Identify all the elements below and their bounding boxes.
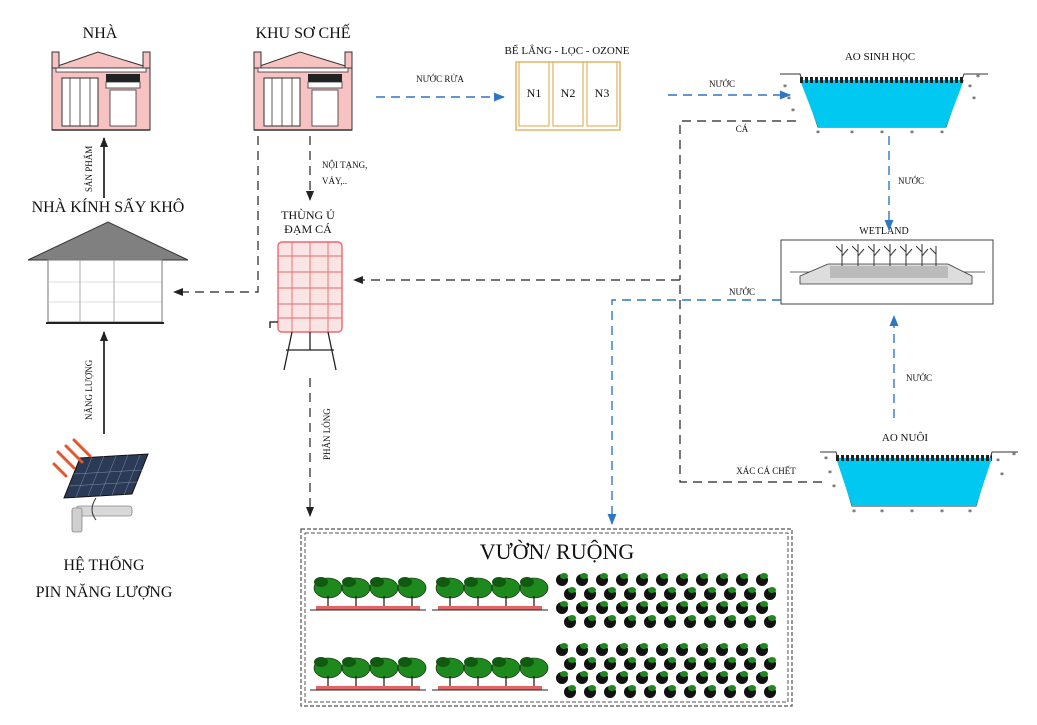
label-dead-fish: XÁC CÁ CHẾT (736, 466, 796, 476)
wetland-icon (790, 244, 985, 285)
arrow-water-to-garden (607, 299, 781, 525)
svg-text:*: * (910, 508, 914, 517)
processing-node: KHU SƠ CHẾ (253, 23, 353, 131)
label-water-to-bio: NƯỚC (709, 79, 735, 89)
garden-inner-frame (304, 532, 789, 703)
svg-text:*: * (1000, 471, 1004, 480)
label-wash-water: NƯỚC RỬA (416, 74, 464, 84)
fish-pond-icon: *** *** ** *** (820, 451, 1018, 517)
arrow-processing-to-dryer (173, 136, 259, 296)
fish-pond-title: AO NUÔI (882, 432, 928, 444)
svg-text:*: * (787, 95, 791, 104)
compost-tank-icon (269, 241, 343, 371)
crop-field (556, 573, 776, 628)
svg-text:*: * (940, 129, 944, 138)
bio-pond-title: AO SINH HỌC (845, 51, 915, 63)
label-liquid-fert: PHÂN LỎNG (322, 408, 332, 460)
house-icon (51, 51, 151, 131)
bio-pond-node: AO SINH HỌC *** *** ** *** (780, 51, 988, 138)
compost-title-2: ĐẠM CÁ (284, 222, 332, 236)
svg-text:*: * (828, 469, 832, 478)
settling-tanks-node: BỂ LẮNG - LỌC - OZONE N1 N2 N3 (505, 44, 630, 131)
compost-title-1: THÙNG Ủ (281, 208, 335, 222)
svg-text:*: * (850, 129, 854, 138)
label-energy: NĂNG LƯỢNG (84, 359, 94, 420)
tank-n2: N2 (561, 86, 576, 100)
garden-bed (310, 657, 427, 691)
svg-text:*: * (783, 83, 787, 92)
dryer-node: NHÀ KÍNH SẤY KHÔ (27, 197, 189, 324)
garden-bed (432, 657, 549, 691)
garden-plants (310, 573, 776, 698)
svg-text:*: * (880, 508, 884, 517)
fish-pond-node: AO NUÔI *** *** ** *** (820, 432, 1018, 517)
svg-text:*: * (791, 107, 795, 116)
svg-text:*: * (968, 83, 972, 92)
house-title: NHÀ (83, 23, 118, 42)
solar-panel-icon (52, 438, 149, 533)
house-node: NHÀ (51, 23, 151, 131)
garden-title: VƯỜN/ RUỘNG (480, 539, 635, 564)
label-water-to-garden: NƯỚC (729, 287, 755, 297)
tank-n1: N1 (527, 86, 542, 100)
dryer-title: NHÀ KÍNH SẤY KHÔ (32, 197, 185, 216)
bio-pond-icon: *** *** ** *** (780, 73, 988, 138)
label-viscera-2: VẢY,.. (322, 176, 347, 186)
processing-title: KHU SƠ CHẾ (255, 23, 350, 42)
wetland-title: WETLAND (859, 226, 908, 237)
tanks-title: BỂ LẮNG - LỌC - OZONE (505, 44, 630, 57)
garden-bed (432, 577, 549, 611)
label-fish: CÁ (736, 124, 749, 134)
greenhouse-icon (27, 221, 189, 324)
label-water-up: NƯỚC (906, 373, 932, 383)
garden-node: VƯỜN/ RUỘNG (300, 528, 793, 707)
line-fish (679, 120, 796, 280)
label-water-down: NƯỚC (898, 176, 924, 186)
svg-text:*: * (832, 483, 836, 492)
svg-text:*: * (824, 455, 828, 464)
svg-text:*: * (816, 129, 820, 138)
svg-text:*: * (972, 95, 976, 104)
processing-house-icon (253, 51, 353, 131)
svg-text:*: * (940, 508, 944, 517)
svg-text:*: * (852, 508, 856, 517)
solar-node: HỆ THỐNG PIN NĂNG LƯỢNG (36, 438, 173, 601)
svg-text:*: * (1012, 451, 1016, 460)
svg-text:*: * (996, 457, 1000, 466)
wetland-node: WETLAND (780, 226, 994, 305)
svg-text:*: * (910, 129, 914, 138)
svg-text:*: * (968, 508, 972, 517)
solar-title-1: HỆ THỐNG (63, 555, 144, 574)
tank-n3: N3 (595, 86, 610, 100)
solar-title-2: PIN NĂNG LƯỢNG (36, 582, 173, 601)
tanks-icon (515, 61, 621, 131)
label-product: SẢN PHẨM (84, 146, 94, 192)
crop-field (556, 643, 776, 698)
line-dead-fish (679, 280, 822, 483)
svg-text:*: * (880, 129, 884, 138)
label-viscera-1: NỘI TẠNG, (322, 160, 367, 170)
garden-bed (310, 577, 427, 611)
svg-text:*: * (976, 73, 980, 82)
compost-tank-node: THÙNG Ủ ĐẠM CÁ (269, 208, 343, 371)
